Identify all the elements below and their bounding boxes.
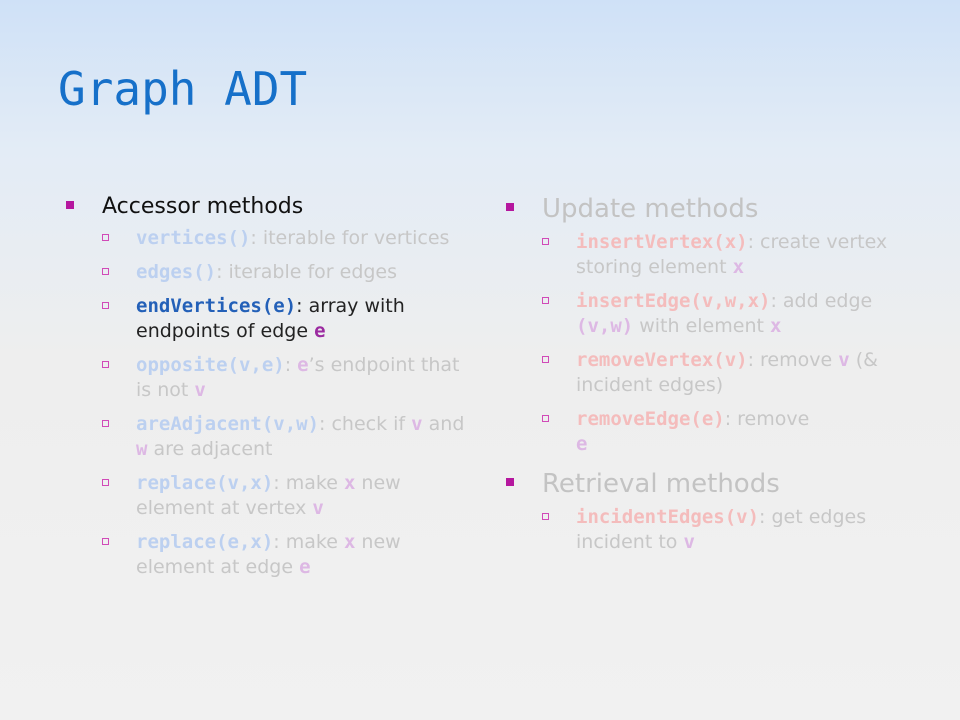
accessor-section: Accessor methods vertices(): iterable fo… [66, 192, 466, 580]
method-name: replace(v,x) [136, 472, 274, 494]
list-item: replace(e,x): make x new element at edge… [102, 530, 466, 580]
update-section: Update methods insertVertex(x): create v… [506, 192, 926, 457]
retrieval-section: Retrieval methods incidentEdges(v): get … [506, 467, 926, 555]
update-heading: Update methods [542, 194, 759, 224]
method-name: removeVertex(v) [576, 349, 748, 371]
list-item: incidentEdges(v): get edges incident to … [542, 505, 926, 555]
hollow-square-bullet-icon [542, 356, 549, 363]
hollow-square-bullet-icon [102, 538, 109, 545]
square-bullet-icon [506, 203, 514, 211]
list-item: areAdjacent(v,w): check if v and w are a… [102, 412, 466, 462]
method-name: edges() [136, 261, 217, 283]
list-item: removeEdge(e): remove e [542, 407, 926, 457]
square-bullet-icon [66, 201, 74, 209]
hollow-square-bullet-icon [542, 297, 549, 304]
hollow-square-bullet-icon [102, 420, 109, 427]
method-name: insertVertex(x) [576, 231, 748, 253]
update-retrieval-column: Update methods insertVertex(x): create v… [506, 192, 926, 565]
hollow-square-bullet-icon [102, 302, 109, 309]
retrieval-heading: Retrieval methods [542, 469, 780, 499]
square-bullet-icon [506, 478, 514, 486]
hollow-square-bullet-icon [102, 361, 109, 368]
list-item: endVertices(e): array with endpoints of … [102, 294, 466, 344]
method-name: endVertices(e) [136, 295, 297, 317]
hollow-square-bullet-icon [102, 268, 109, 275]
list-item: replace(v,x): make x new element at vert… [102, 471, 466, 521]
accessor-heading: Accessor methods [102, 194, 304, 219]
list-item: insertEdge(v,w,x): add edge (v,w) with e… [542, 289, 926, 339]
hollow-square-bullet-icon [102, 479, 109, 486]
list-item: removeVertex(v): remove v (& incident ed… [542, 348, 926, 398]
list-item: vertices(): iterable for vertices [102, 226, 466, 251]
method-name: insertEdge(v,w,x) [576, 290, 771, 312]
hollow-square-bullet-icon [542, 513, 549, 520]
accessor-column: Accessor methods vertices(): iterable fo… [66, 192, 466, 590]
list-item: opposite(v,e): e’s endpoint that is not … [102, 353, 466, 403]
method-name: incidentEdges(v) [576, 506, 760, 528]
list-item: insertVertex(x): create vertex storing e… [542, 230, 926, 280]
hollow-square-bullet-icon [542, 238, 549, 245]
method-name: opposite(v,e) [136, 354, 285, 376]
method-name: removeEdge(e) [576, 408, 725, 430]
method-name: vertices() [136, 227, 251, 249]
method-name: replace(e,x) [136, 531, 274, 553]
hollow-square-bullet-icon [542, 415, 549, 422]
list-item: edges(): iterable for edges [102, 260, 466, 285]
slide-title: Graph ADT [58, 62, 308, 116]
hollow-square-bullet-icon [102, 234, 109, 241]
method-name: areAdjacent(v,w) [136, 413, 320, 435]
